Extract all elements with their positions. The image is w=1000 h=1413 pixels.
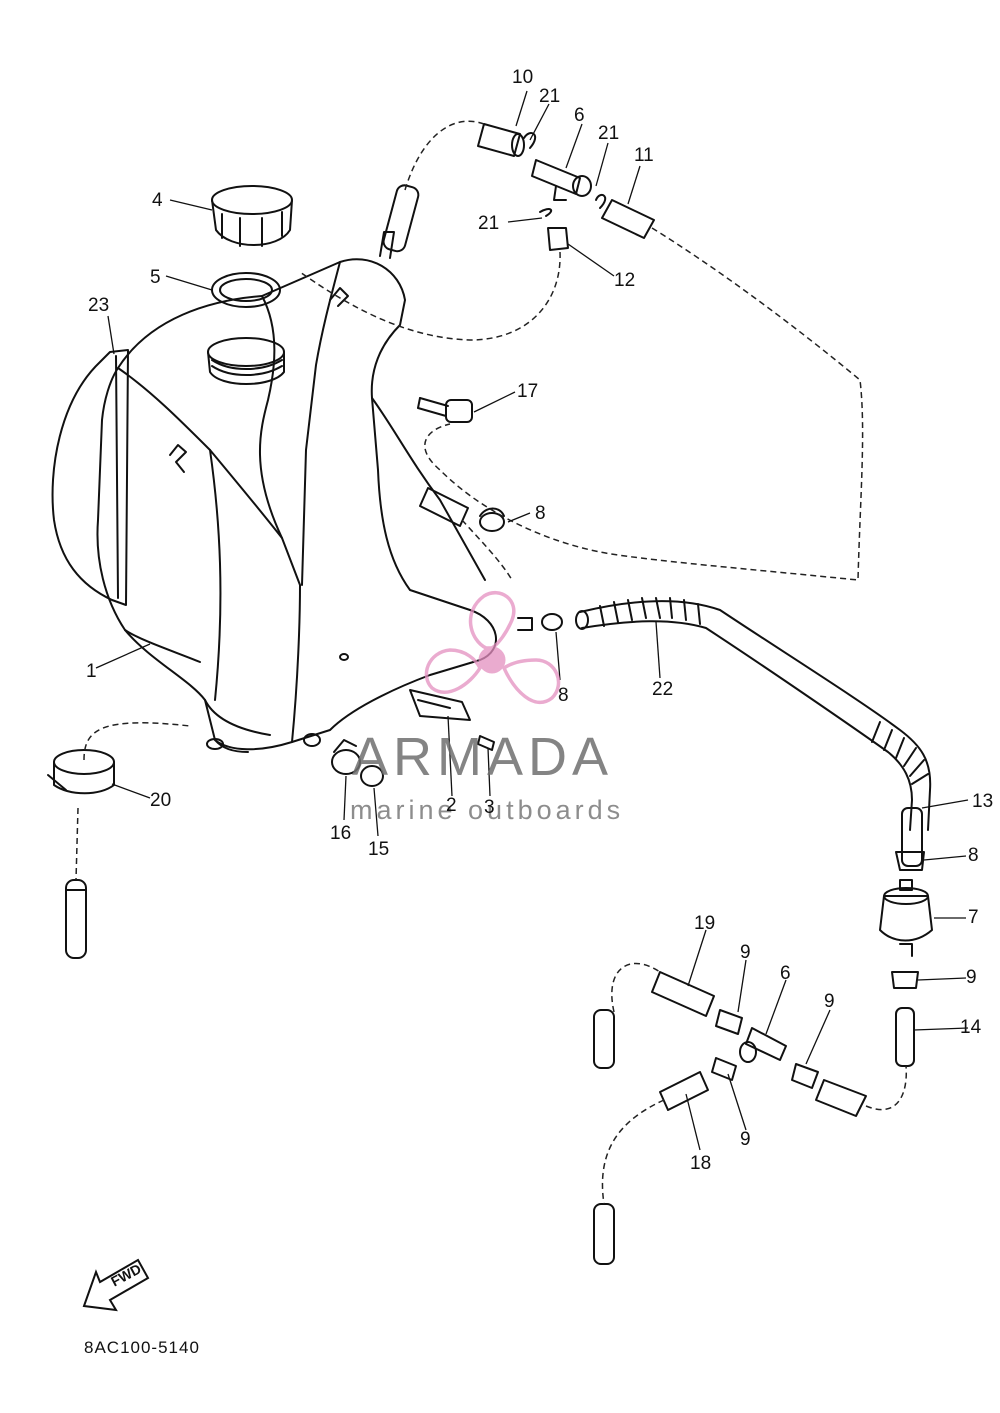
callout-9c: 9 bbox=[824, 991, 835, 1012]
fuel-tank bbox=[96, 231, 497, 753]
filter-assembly bbox=[879, 807, 933, 1067]
callout-1: 1 bbox=[86, 661, 97, 682]
callout-13: 13 bbox=[972, 791, 994, 812]
callout-20: 20 bbox=[150, 790, 172, 811]
callout-8b: 8 bbox=[558, 685, 569, 706]
watermark-tagline: marine outboards bbox=[350, 795, 625, 825]
callout-11: 11 bbox=[634, 145, 654, 166]
callout-7: 7 bbox=[968, 907, 979, 928]
callout-6b: 6 bbox=[780, 963, 791, 984]
bolt-17 bbox=[417, 397, 473, 423]
cap bbox=[211, 185, 293, 247]
routing-lines bbox=[75, 120, 908, 1205]
callout-16: 16 bbox=[330, 823, 352, 844]
callout-8a: 8 bbox=[535, 503, 546, 524]
callout-3: 3 bbox=[484, 797, 495, 818]
callout-10: 10 bbox=[512, 67, 534, 88]
callout-8c: 8 bbox=[968, 845, 979, 866]
callout-21c: 21 bbox=[478, 213, 500, 234]
callout-17: 17 bbox=[517, 381, 539, 402]
side-panel bbox=[51, 349, 129, 606]
part-code: 8AC100-5140 bbox=[84, 1338, 200, 1357]
leader-lines bbox=[95, 90, 969, 1151]
callout-21a: 21 bbox=[539, 86, 561, 107]
callout-19: 19 bbox=[694, 913, 716, 934]
callout-2: 2 bbox=[446, 795, 457, 816]
bracket-2 bbox=[409, 689, 495, 751]
top-joint bbox=[382, 123, 655, 253]
callout-5: 5 bbox=[150, 267, 161, 288]
clamp-20 bbox=[47, 749, 115, 959]
callout-14: 14 bbox=[960, 1017, 982, 1038]
callout-18: 18 bbox=[690, 1153, 712, 1174]
fwd-arrow bbox=[82, 1258, 150, 1312]
callout-22: 22 bbox=[652, 679, 674, 700]
callout-15: 15 bbox=[368, 839, 390, 860]
watermark-propeller bbox=[424, 590, 561, 705]
grommet-16 bbox=[331, 739, 384, 787]
gasket bbox=[211, 272, 281, 308]
lower-joint bbox=[593, 971, 867, 1265]
callout-21b: 21 bbox=[598, 123, 620, 144]
callout-6a: 6 bbox=[574, 105, 585, 126]
callout-9a: 9 bbox=[740, 942, 751, 963]
callout-9b: 9 bbox=[966, 967, 977, 988]
hose-22 bbox=[517, 597, 932, 831]
watermark-name: ARMADA bbox=[352, 727, 614, 787]
middle-hose bbox=[419, 487, 505, 532]
callout-4: 4 bbox=[152, 190, 163, 211]
callout-9d: 9 bbox=[740, 1129, 751, 1150]
callout-23: 23 bbox=[88, 295, 110, 316]
callout-12: 12 bbox=[614, 270, 636, 291]
